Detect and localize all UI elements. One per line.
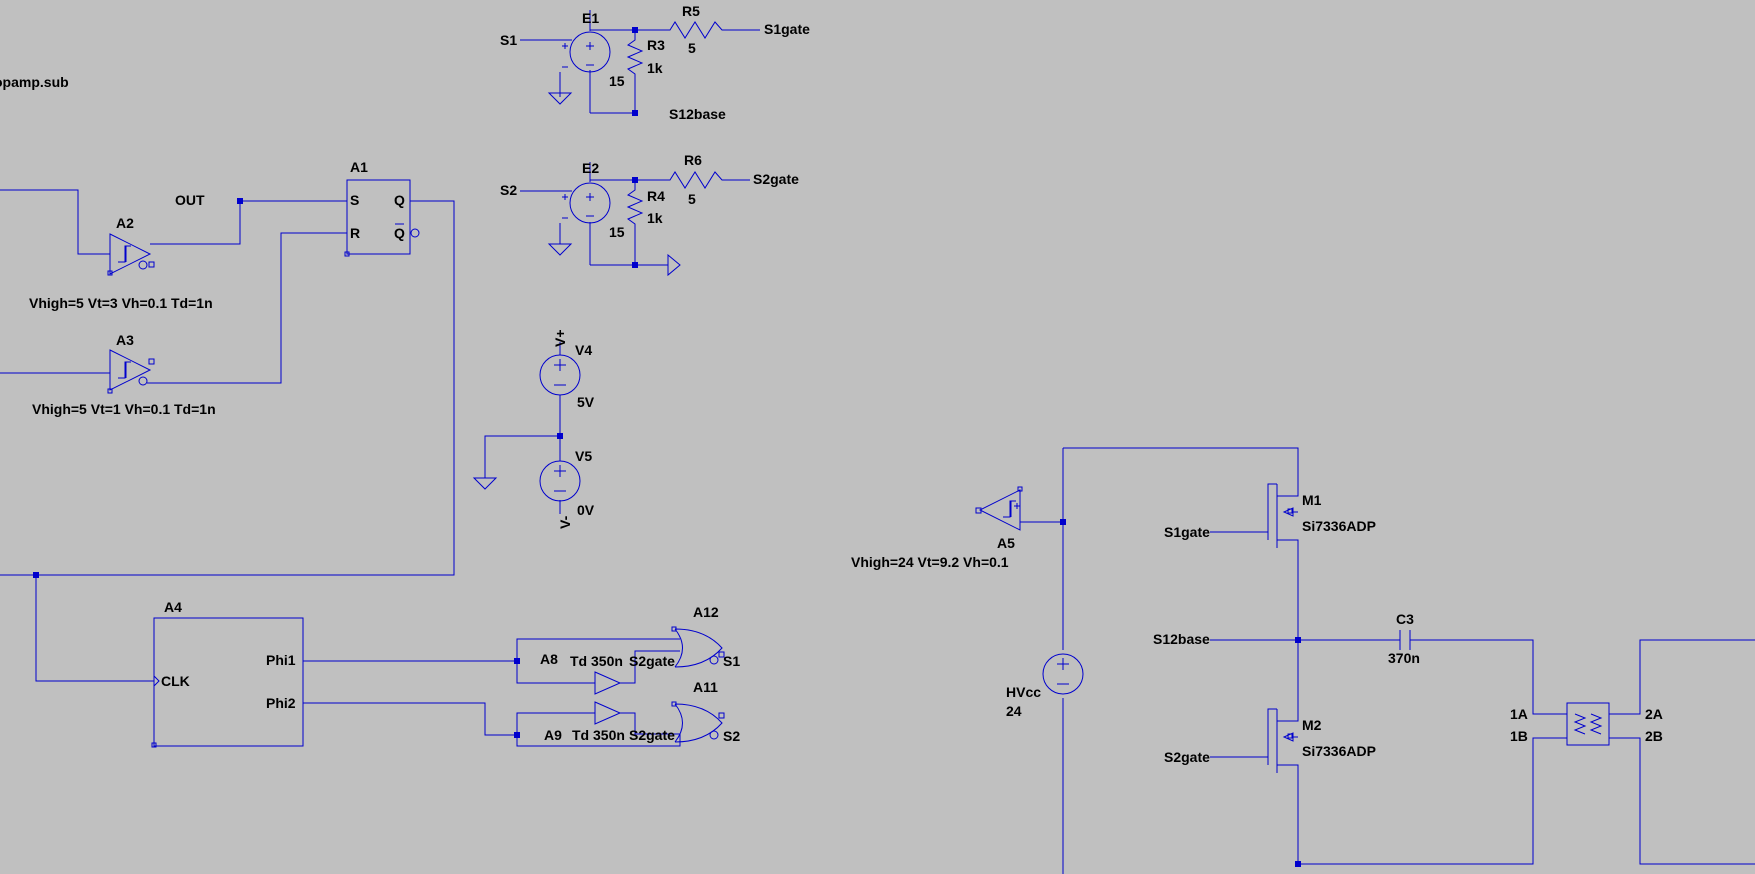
hvcc-value: 24 xyxy=(1006,703,1022,719)
out-net-label[interactable]: OUT xyxy=(175,192,205,208)
r3-name: R3 xyxy=(647,37,665,53)
a1-name: A1 xyxy=(350,159,368,175)
include-directive[interactable]: opamp.sub xyxy=(0,74,69,90)
a4-pin-phi1: Phi1 xyxy=(266,652,296,668)
v5-source-symbol xyxy=(539,460,581,502)
half-bridge[interactable]: HVcc 24 M1 Si7336ADP S1gate S12base C3 3… xyxy=(1006,447,1755,874)
s2-input-label: S2 xyxy=(500,182,517,198)
v4-v5-supply[interactable]: V+ V- V4 5V V5 0V xyxy=(473,329,595,529)
e2-name: E2 xyxy=(582,160,599,176)
a1-pin-q: Q xyxy=(394,192,405,208)
m1-s1gate-label: S1gate xyxy=(1164,524,1210,540)
e1-gain: 15 xyxy=(609,73,625,89)
a1-pin-s: S xyxy=(350,192,359,208)
m1-name: M1 xyxy=(1302,492,1322,508)
v5-value: 0V xyxy=(577,502,595,518)
a2-schmitt[interactable]: A2 Vhigh=5 Vt=3 Vh=0.1 Td=1n xyxy=(29,215,213,311)
r4-name: R4 xyxy=(647,188,665,204)
xfmr-pin-2a: 2A xyxy=(1645,706,1663,722)
a12-name: A12 xyxy=(693,604,719,620)
s12base-net-label[interactable]: S12base xyxy=(669,106,726,122)
a9-s2gate-label: S2gate xyxy=(629,727,675,743)
dead-time-logic[interactable]: A8 Td 350n S2gate A9 Td 350n S2gate A12 … xyxy=(303,604,740,747)
a1-pin-qbar: Q xyxy=(394,225,405,241)
m2-name: M2 xyxy=(1302,717,1322,733)
e1-name: E1 xyxy=(582,10,599,26)
xfmr-pin-1b: 1B xyxy=(1510,728,1528,744)
hvcc-name: HVcc xyxy=(1006,684,1041,700)
a11-name: A11 xyxy=(693,679,718,695)
m2-model[interactable]: Si7336ADP xyxy=(1302,743,1376,759)
a4-phase-gen[interactable]: A4 CLK Phi1 Phi2 xyxy=(151,599,304,748)
v4-value: 5V xyxy=(577,394,595,410)
a4-name: A4 xyxy=(164,599,182,615)
s1gate-net-label[interactable]: S1gate xyxy=(764,21,810,37)
a9-params[interactable]: Td 350n xyxy=(572,727,625,743)
a5-params[interactable]: Vhigh=24 Vt=9.2 Vh=0.1 xyxy=(851,554,1009,570)
e1-source-symbol[interactable] xyxy=(569,31,611,73)
r6-name: R6 xyxy=(684,152,702,168)
m1-model[interactable]: Si7336ADP xyxy=(1302,518,1376,534)
a8-s2gate-label: S2gate xyxy=(629,653,675,669)
a8-name: A8 xyxy=(540,651,558,667)
xfmr-pin-1a: 1A xyxy=(1510,706,1528,722)
xfmr-pin-2b: 2B xyxy=(1645,728,1663,744)
a3-params[interactable]: Vhigh=5 Vt=1 Vh=0.1 Td=1n xyxy=(32,401,216,417)
a1-pin-r: R xyxy=(350,225,360,241)
latch-wiring: OUT xyxy=(0,189,455,682)
a4-pin-clk: CLK xyxy=(161,673,190,689)
c3-name: C3 xyxy=(1396,611,1414,627)
a2-name: A2 xyxy=(116,215,134,231)
hvcc-source-symbol xyxy=(1042,653,1084,695)
r5-value: 5 xyxy=(688,40,696,56)
e2-block[interactable]: S2 E2 15 R4 1k R6 5 S2gate xyxy=(500,152,799,277)
e2-gain: 15 xyxy=(609,224,625,240)
c3-value: 370n xyxy=(1388,650,1420,666)
a1-latch[interactable]: A1 S R Q Q xyxy=(344,159,420,257)
a4-pin-phi2: Phi2 xyxy=(266,695,296,711)
v4-source-symbol xyxy=(539,354,581,396)
e1-block[interactable]: S1 E1 15 R3 1k R5 5 S1gate S12base xyxy=(500,3,810,122)
a3-schmitt[interactable]: A3 Vhigh=5 Vt=1 Vh=0.1 Td=1n xyxy=(32,332,216,417)
s1-output-label[interactable]: S1 xyxy=(723,653,740,669)
a8-params[interactable]: Td 350n xyxy=(570,653,623,669)
r4-value: 1k xyxy=(647,210,663,226)
s2gate-net-label[interactable]: S2gate xyxy=(753,171,799,187)
v5-name: V5 xyxy=(575,448,592,464)
a3-name: A3 xyxy=(116,332,134,348)
a9-name: A9 xyxy=(544,727,562,743)
e2-source-symbol[interactable] xyxy=(569,182,611,224)
v4-name: V4 xyxy=(575,342,592,358)
r6-value: 5 xyxy=(688,191,696,207)
r3-value: 1k xyxy=(647,60,663,76)
a2-params[interactable]: Vhigh=5 Vt=3 Vh=0.1 Td=1n xyxy=(29,295,213,311)
s12base-node-label: S12base xyxy=(1153,631,1210,647)
s2-output-label[interactable]: S2 xyxy=(723,728,740,744)
r5-name: R5 xyxy=(682,3,700,19)
v4-net: V+ xyxy=(552,329,568,347)
a5-schmitt[interactable]: A5 Vhigh=24 Vt=9.2 Vh=0.1 xyxy=(851,486,1066,570)
a5-name: A5 xyxy=(997,535,1015,551)
m2-s2gate-label: S2gate xyxy=(1164,749,1210,765)
s1-input-label: S1 xyxy=(500,32,517,48)
v5-net: V- xyxy=(557,515,573,529)
